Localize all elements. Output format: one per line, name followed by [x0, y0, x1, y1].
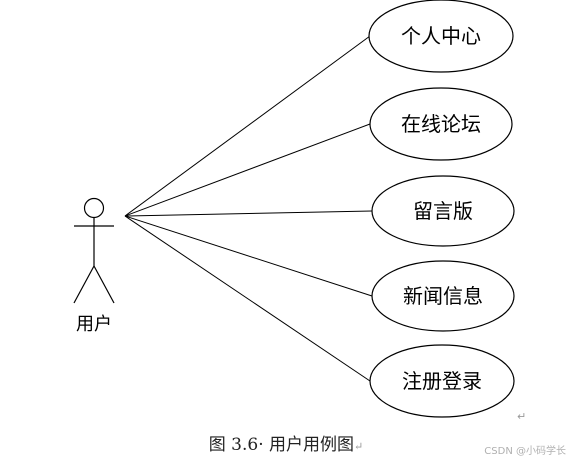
association-lines: [124, 35, 373, 382]
association-line-news: [124, 215, 373, 297]
use-case-register-login: 注册登录: [369, 344, 515, 418]
use-case-ellipse: [371, 175, 515, 247]
use-case-label: 在线论坛: [401, 112, 481, 136]
use-case-guestbook: 留言版: [371, 175, 515, 247]
actor-left-leg: [73, 265, 95, 304]
association-line-personal-center: [124, 35, 371, 217]
association-line-register-login: [124, 215, 371, 382]
use-case-ellipse: [368, 0, 514, 73]
watermark: CSDN @小码学长: [484, 446, 566, 457]
use-case-ellipse: [371, 260, 515, 332]
paragraph-mark: ↵: [517, 410, 527, 423]
association-line-guestbook: [124, 210, 373, 217]
use-case-forum: 在线论坛: [369, 87, 513, 161]
figure-caption: 图 3.6· 用户用例图↵: [0, 430, 572, 455]
caption-text: 图 3.6· 用户用例图: [208, 435, 355, 455]
use-case-ellipse: [369, 344, 515, 418]
caption-paragraph-mark: ↵: [354, 440, 364, 453]
use-case-label: 留言版: [413, 199, 473, 223]
actor-label: 用户: [76, 314, 112, 335]
use-case-ellipse: [369, 87, 513, 161]
use-case-label: 注册登录: [402, 369, 482, 393]
use-case-label: 新闻信息: [403, 284, 483, 308]
use-case-personal-center: 个人中心: [368, 0, 514, 73]
use-case-label: 个人中心: [401, 24, 481, 48]
actor-right-leg: [93, 265, 115, 304]
actor: [73, 197, 115, 304]
use-case-news: 新闻信息: [371, 260, 515, 332]
actor-head: [83, 197, 105, 219]
association-line-forum: [124, 123, 371, 217]
